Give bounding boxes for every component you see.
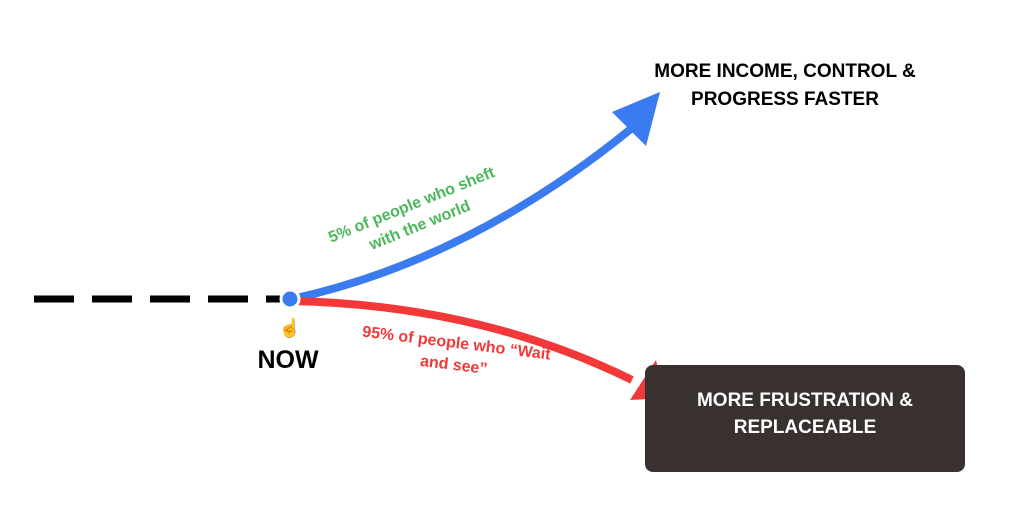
negative-outcome-box: [645, 365, 965, 472]
now-label: NOW: [257, 346, 319, 374]
shift-arrowhead-icon: [612, 92, 660, 146]
positive-outcome-label: MORE INCOME, CONTROL & PROGRESS FASTER: [654, 61, 916, 110]
now-point: [279, 288, 301, 310]
wait-path-curve: [291, 297, 634, 384]
negative-outcome-label: MORE FRUSTRATION & REPLACEABLE: [696, 390, 914, 438]
shift-path-curve: [291, 124, 635, 303]
pointing-hand-icon: ☝: [278, 318, 302, 338]
